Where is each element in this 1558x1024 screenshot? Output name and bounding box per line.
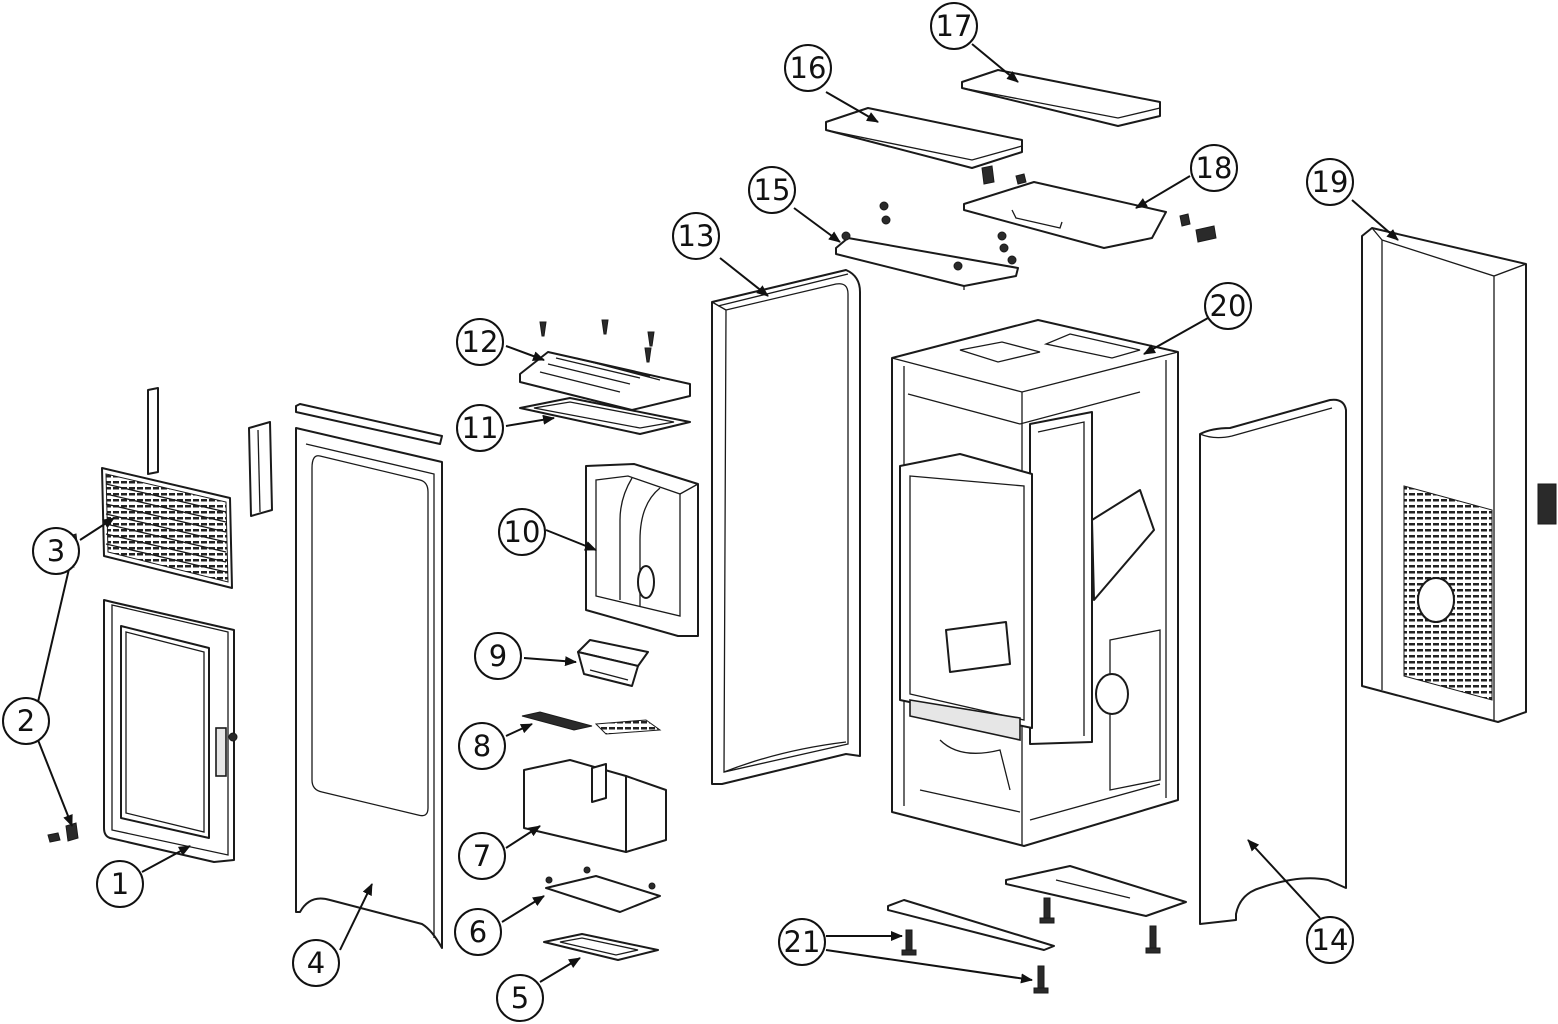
callout-label: 4 xyxy=(307,946,325,980)
part-12-heat-exchanger xyxy=(519,319,691,411)
part-18-hinge-plate xyxy=(963,165,1217,249)
callout-label: 10 xyxy=(504,515,541,549)
callout-18: 18 xyxy=(1190,144,1238,192)
callout-label: 15 xyxy=(754,173,791,207)
part-1-door xyxy=(103,599,238,863)
callout-19: 19 xyxy=(1306,158,1354,206)
callout-12: 12 xyxy=(456,318,504,366)
callout-2: 2 xyxy=(2,697,50,745)
callout-label: 3 xyxy=(47,534,65,568)
callout-5: 5 xyxy=(496,974,544,1022)
callout-15: 15 xyxy=(748,166,796,214)
callout-8: 8 xyxy=(458,722,506,770)
part-5-gasket xyxy=(543,933,659,961)
part-9-burn-pot xyxy=(577,639,649,687)
part-13-frame xyxy=(711,269,861,785)
callout-label: 8 xyxy=(473,729,491,763)
part-6-plate xyxy=(545,866,661,913)
callout-label: 18 xyxy=(1196,151,1233,185)
callout-20: 20 xyxy=(1204,282,1252,330)
part-4-front-panel xyxy=(295,403,443,949)
part-17-lid xyxy=(961,69,1161,127)
part-19-back-panel xyxy=(1361,227,1557,723)
side-bracket xyxy=(248,421,273,517)
part-15-top-bracket xyxy=(835,201,1019,290)
callout-14: 14 xyxy=(1306,916,1354,964)
part-8-tray xyxy=(521,711,662,735)
part-2-hinges xyxy=(47,533,79,843)
callout-label: 11 xyxy=(462,411,499,445)
callout-7: 7 xyxy=(458,832,506,880)
part-3-grille xyxy=(101,387,233,589)
callout-label: 13 xyxy=(678,219,715,253)
part-14-side-panel xyxy=(1199,398,1347,925)
callout-label: 16 xyxy=(790,51,827,85)
callout-11: 11 xyxy=(456,404,504,452)
callout-label: 21 xyxy=(784,925,821,959)
callout-3: 3 xyxy=(32,527,80,575)
part-7-box xyxy=(523,759,667,853)
callout-4: 4 xyxy=(292,939,340,987)
callout-21: 21 xyxy=(778,918,826,966)
callout-16: 16 xyxy=(784,44,832,92)
callout-label: 9 xyxy=(489,639,507,673)
callout-label: 20 xyxy=(1210,289,1247,323)
part-11-gasket-frame xyxy=(519,397,691,435)
callout-9: 9 xyxy=(474,632,522,680)
bottom-rails xyxy=(887,865,1187,951)
callout-label: 2 xyxy=(17,704,35,738)
callout-6: 6 xyxy=(454,908,502,956)
callout-label: 7 xyxy=(473,839,491,873)
callout-10: 10 xyxy=(498,508,546,556)
callout-label: 17 xyxy=(936,9,973,43)
part-10-chamber xyxy=(585,463,699,637)
callout-13: 13 xyxy=(672,212,720,260)
leader-lines xyxy=(37,43,1399,984)
callout-label: 6 xyxy=(469,915,487,949)
part-16-top-cover xyxy=(825,107,1023,169)
callout-label: 19 xyxy=(1312,165,1349,199)
callout-label: 5 xyxy=(511,981,529,1015)
callout-label: 1 xyxy=(111,867,129,901)
part-21-screws xyxy=(901,897,1161,994)
part-20-main-body xyxy=(891,319,1179,847)
callout-label: 12 xyxy=(462,325,499,359)
callout-1: 1 xyxy=(96,860,144,908)
callout-17: 17 xyxy=(930,2,978,50)
callout-label: 14 xyxy=(1312,923,1349,957)
